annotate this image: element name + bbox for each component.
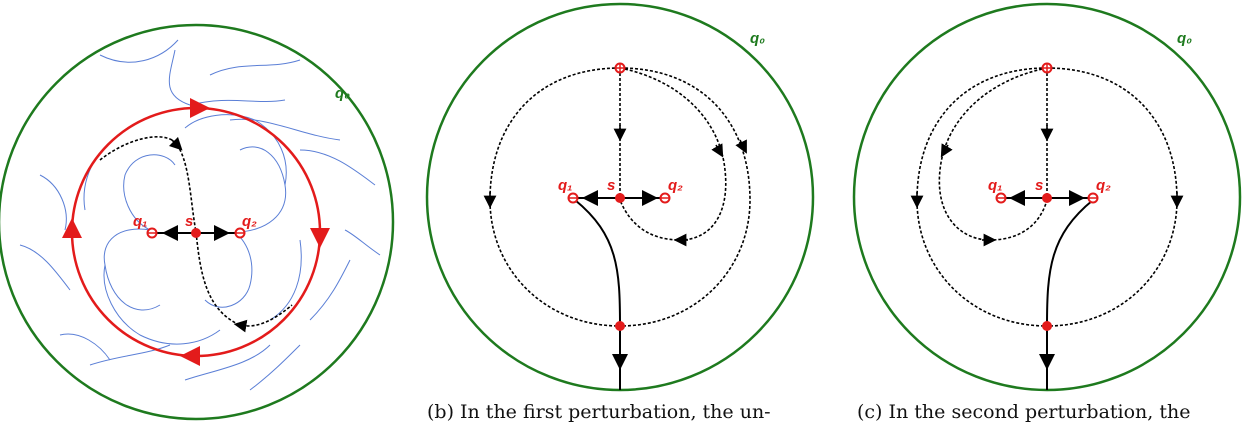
label-q1: q₁ xyxy=(558,177,572,194)
label-s: s xyxy=(607,177,615,194)
panel-a: q₀ xyxy=(0,23,395,421)
streamlines xyxy=(19,39,381,391)
arrow-right-loop xyxy=(735,139,747,154)
separatrix-upper xyxy=(99,136,197,233)
arrow-inner-spiral xyxy=(711,143,724,158)
label-s: s xyxy=(1035,177,1043,194)
panel-c: q₀ q₁ s q₂ (c) In the second perturbatio… xyxy=(852,2,1242,423)
panel-b: q₀ q₁ s q₂ (b) In the first pertu xyxy=(425,2,815,423)
separatrix-upper-arrow xyxy=(168,136,183,151)
dashed-left-loop xyxy=(916,67,1048,327)
caption-c: (c) In the second perturbation, the xyxy=(857,401,1190,423)
dashed-right-loop xyxy=(1046,67,1178,327)
point-bottom xyxy=(1042,321,1052,331)
caption-b: (b) In the first perturbation, the un- xyxy=(427,401,771,423)
point-s xyxy=(615,193,625,203)
dashed-inner-spiral xyxy=(619,67,727,241)
dashed-right-loop xyxy=(619,67,751,327)
dashed-inner-spiral xyxy=(938,67,1048,241)
label-q2: q₂ xyxy=(1096,177,1111,194)
point-s xyxy=(1042,193,1052,203)
point-s xyxy=(191,228,201,238)
arrow-inner-spiral xyxy=(940,143,953,158)
separatrix-lower xyxy=(195,231,293,327)
label-q1: q₁ xyxy=(988,177,1002,194)
point-bottom xyxy=(615,321,625,331)
separatrix-lower-arrow xyxy=(233,319,248,333)
label-s: s xyxy=(185,213,193,230)
boundary-label-q0: q₀ xyxy=(1177,30,1192,47)
dashed-left-loop xyxy=(489,67,621,327)
boundary-circle xyxy=(0,23,395,421)
label-q2: q₂ xyxy=(668,177,683,194)
solid-unstable-curve xyxy=(1046,199,1094,327)
label-q1: q₁ xyxy=(133,213,147,230)
boundary-label-q0: q₀ xyxy=(750,30,765,47)
label-q2: q₂ xyxy=(242,213,257,230)
solid-unstable-curve xyxy=(574,199,621,327)
boundary-label-q0: q₀ xyxy=(335,85,350,102)
